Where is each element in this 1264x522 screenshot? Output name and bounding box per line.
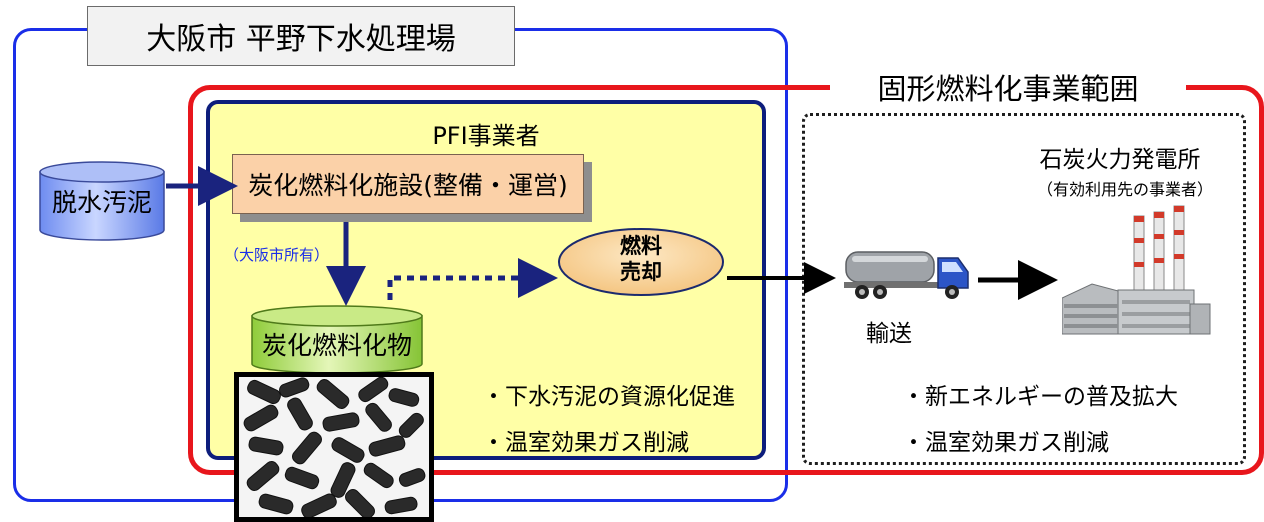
arrow-product-to-sale [387,258,558,300]
carbonization-facility: 炭化燃料化施設(整備・運営) [232,154,584,214]
fuel-sale-icon [556,226,726,298]
power-plant-area [802,113,1246,465]
power-plant-title: 石炭火力発電所 [1039,147,1201,173]
fuel-sale-line-1: 燃料 [620,234,662,258]
charcoal-photo [234,372,434,522]
pfi-benefit-2: ・温室効果ガス削減 [482,430,689,456]
power-plant-subtitle: （有効利用先の事業者） [1036,180,1213,199]
sludge-cylinder-icon [38,160,166,242]
owner-note: （大阪市所有） [224,246,330,264]
power-plant-icon [1061,204,1212,336]
transport-label: 輸送 [866,321,912,347]
fuel-sale-label: 燃料 売却 [556,233,726,285]
truck-icon [842,246,972,302]
pfi-benefit-1: ・下水汚泥の資源化促進 [482,384,735,410]
sludge-label: 脱水汚泥 [51,188,152,217]
plant-benefits: ・新エネルギーの普及拡大 ・温室効果ガス削減 [902,374,1178,466]
plant-benefit-2: ・温室効果ガス削減 [902,430,1109,456]
plant-title: 大阪市 平野下水処理場 [87,6,515,66]
fuel-product-label: 炭化燃料化物 [261,331,412,360]
pfi-title: PFI事業者 [432,122,540,150]
fuel-cylinder-icon [250,304,424,374]
scope-label: 固形燃料化事業範囲 [830,64,1186,110]
pfi-benefits: ・下水汚泥の資源化促進 ・温室効果ガス削減 [482,374,735,466]
plant-benefit-1: ・新エネルギーの普及拡大 [902,384,1178,410]
fuel-sale-line-2: 売却 [620,260,662,284]
project-scope-boundary [188,85,1264,475]
